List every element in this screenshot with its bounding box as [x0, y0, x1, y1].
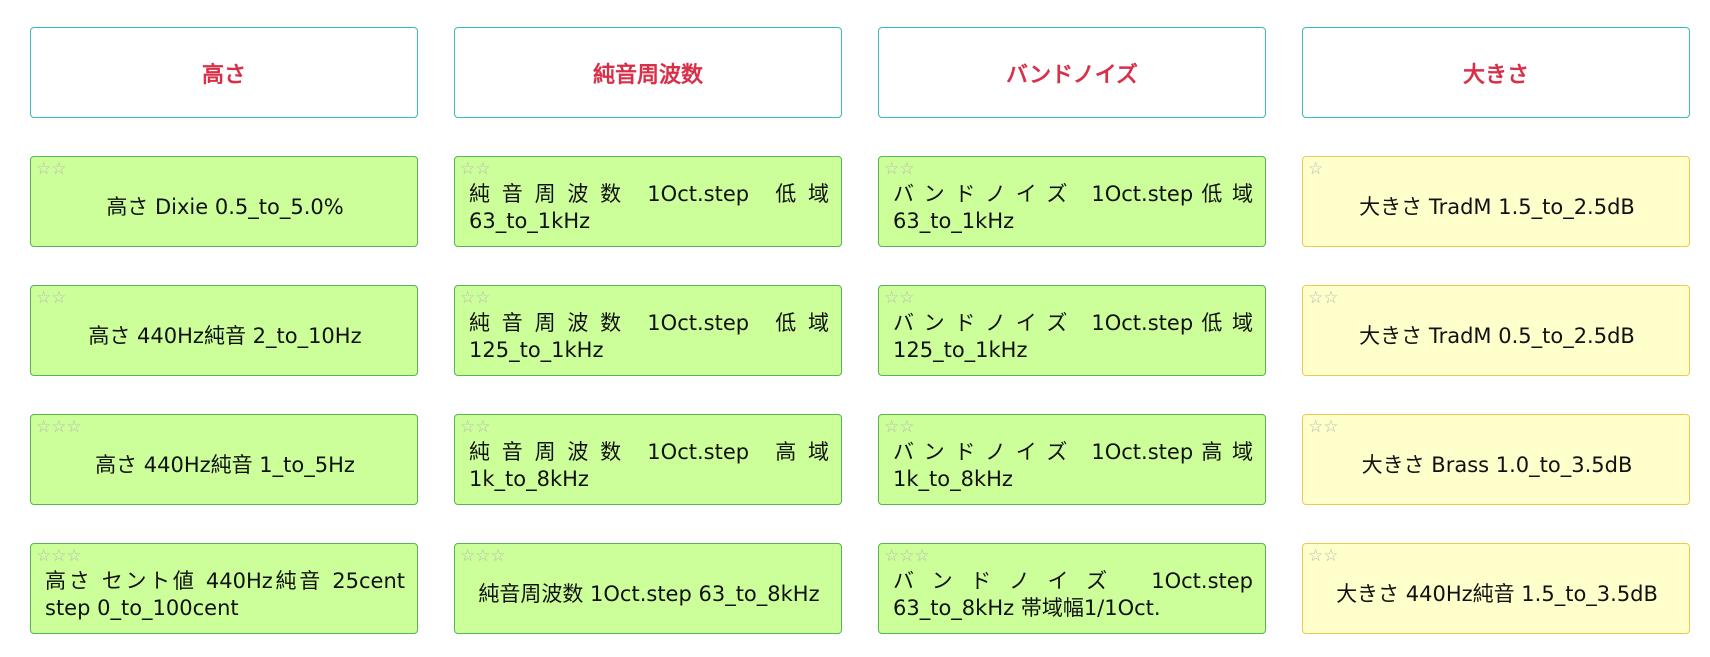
card-label: 純音周波数 1Oct.step 63_to_8kHz	[478, 582, 820, 606]
difficulty-stars: ☆☆	[460, 288, 491, 308]
card-band-noise-full[interactable]: ☆☆☆ バ ン ド ノ イ ズ 1Oct.step 63_to_8kHz 帯域幅…	[878, 543, 1266, 634]
column-band-noise: バンドノイズ ☆☆ バ ン ド ノ イ ズ 1Oct.step 低 域 63_t…	[878, 27, 1266, 634]
card-label: 大きさ TradM 1.5_to_2.5dB	[1359, 195, 1635, 219]
difficulty-stars: ☆☆	[460, 159, 491, 179]
card-label: バ ン ド ノ イ ズ 1Oct.step 高 域 1k_to_8kHz	[893, 439, 1253, 491]
header-pure-tone[interactable]: 純音周波数	[454, 27, 842, 118]
card-pitch-440hz-1-5[interactable]: ☆☆☆ 高さ 440Hz純音 1_to_5Hz	[30, 414, 418, 505]
card-pitch-440hz-2-10[interactable]: ☆☆ 高さ 440Hz純音 2_to_10Hz	[30, 285, 418, 376]
card-loudness-tradm-1-5[interactable]: ☆ 大きさ TradM 1.5_to_2.5dB	[1302, 156, 1690, 247]
difficulty-stars: ☆☆☆	[884, 546, 930, 566]
card-label: 大きさ Brass 1.0_to_3.5dB	[1361, 453, 1633, 477]
card-pure-tone-low-63[interactable]: ☆☆ 純 音 周 波 数 1Oct.step 低 域 63_to_1kHz	[454, 156, 842, 247]
card-label: バ ン ド ノ イ ズ 1Oct.step 低 域 125_to_1kHz	[893, 310, 1253, 362]
card-loudness-tradm-0-5[interactable]: ☆☆ 大きさ TradM 0.5_to_2.5dB	[1302, 285, 1690, 376]
card-band-noise-low-125[interactable]: ☆☆ バ ン ド ノ イ ズ 1Oct.step 低 域 125_to_1kHz	[878, 285, 1266, 376]
header-band-noise[interactable]: バンドノイズ	[878, 27, 1266, 118]
card-label: 純 音 周 波 数 1Oct.step 高 域 1k_to_8kHz	[469, 439, 829, 491]
difficulty-stars: ☆☆	[460, 417, 491, 437]
difficulty-stars: ☆☆	[1308, 288, 1339, 308]
header-pitch[interactable]: 高さ	[30, 27, 418, 118]
category-grid: 高さ ☆☆ 高さ Dixie 0.5_to_5.0% ☆☆ 高さ 440Hz純音…	[30, 27, 1690, 634]
card-label: 高さ セント値 440Hz純音 25cent step 0_to_100cent	[45, 568, 405, 620]
card-band-noise-high[interactable]: ☆☆ バ ン ド ノ イ ズ 1Oct.step 高 域 1k_to_8kHz	[878, 414, 1266, 505]
card-label: 大きさ 440Hz純音 1.5_to_3.5dB	[1336, 582, 1658, 606]
card-pitch-dixie[interactable]: ☆☆ 高さ Dixie 0.5_to_5.0%	[30, 156, 418, 247]
difficulty-stars: ☆☆☆	[36, 417, 82, 437]
card-label: 純 音 周 波 数 1Oct.step 低 域 63_to_1kHz	[469, 181, 829, 233]
column-pure-tone: 純音周波数 ☆☆ 純 音 周 波 数 1Oct.step 低 域 63_to_1…	[454, 27, 842, 634]
column-loudness: 大きさ ☆ 大きさ TradM 1.5_to_2.5dB ☆☆ 大きさ Trad…	[1302, 27, 1690, 634]
card-label: 高さ Dixie 0.5_to_5.0%	[106, 195, 344, 219]
difficulty-stars: ☆☆	[1308, 417, 1339, 437]
header-loudness[interactable]: 大きさ	[1302, 27, 1690, 118]
difficulty-stars: ☆☆	[884, 159, 915, 179]
difficulty-stars: ☆☆	[36, 288, 67, 308]
difficulty-stars: ☆☆	[884, 417, 915, 437]
difficulty-stars: ☆☆	[36, 159, 67, 179]
difficulty-stars: ☆☆☆	[36, 546, 82, 566]
difficulty-stars: ☆	[1308, 159, 1324, 179]
card-loudness-440hz[interactable]: ☆☆ 大きさ 440Hz純音 1.5_to_3.5dB	[1302, 543, 1690, 634]
card-pure-tone-low-125[interactable]: ☆☆ 純 音 周 波 数 1Oct.step 低 域 125_to_1kHz	[454, 285, 842, 376]
card-label: 純 音 周 波 数 1Oct.step 低 域 125_to_1kHz	[469, 310, 829, 362]
difficulty-stars: ☆☆	[884, 288, 915, 308]
card-label: 大きさ TradM 0.5_to_2.5dB	[1359, 324, 1635, 348]
card-band-noise-low-63[interactable]: ☆☆ バ ン ド ノ イ ズ 1Oct.step 低 域 63_to_1kHz	[878, 156, 1266, 247]
card-label: 高さ 440Hz純音 2_to_10Hz	[88, 324, 362, 348]
card-label: バ ン ド ノ イ ズ 1Oct.step 63_to_8kHz 帯域幅1/1O…	[893, 568, 1253, 620]
card-pitch-cent[interactable]: ☆☆☆ 高さ セント値 440Hz純音 25cent step 0_to_100…	[30, 543, 418, 634]
card-pure-tone-high[interactable]: ☆☆ 純 音 周 波 数 1Oct.step 高 域 1k_to_8kHz	[454, 414, 842, 505]
card-label: 高さ 440Hz純音 1_to_5Hz	[95, 453, 355, 477]
card-label: バ ン ド ノ イ ズ 1Oct.step 低 域 63_to_1kHz	[893, 181, 1253, 233]
card-loudness-brass[interactable]: ☆☆ 大きさ Brass 1.0_to_3.5dB	[1302, 414, 1690, 505]
card-pure-tone-full[interactable]: ☆☆☆ 純音周波数 1Oct.step 63_to_8kHz	[454, 543, 842, 634]
difficulty-stars: ☆☆☆	[460, 546, 506, 566]
column-pitch: 高さ ☆☆ 高さ Dixie 0.5_to_5.0% ☆☆ 高さ 440Hz純音…	[30, 27, 418, 634]
difficulty-stars: ☆☆	[1308, 546, 1339, 566]
